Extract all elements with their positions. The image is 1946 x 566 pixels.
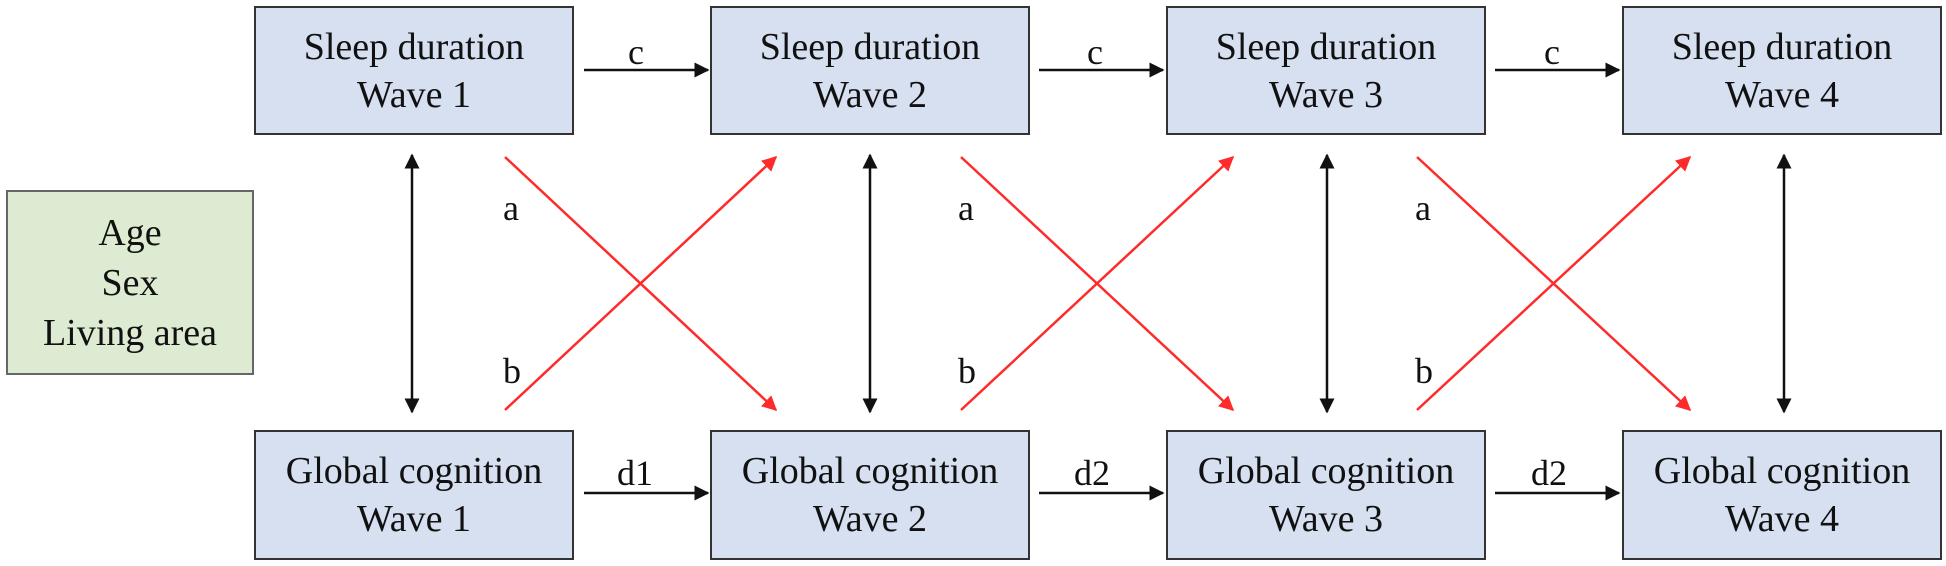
cross-path-label-a: a — [503, 188, 519, 228]
box-line1: Sleep duration — [759, 25, 981, 68]
box-line1: Global cognition — [1197, 450, 1455, 492]
cognition-path-label: d1 — [617, 453, 653, 493]
cross-path-b-3-4 — [1416, 155, 1692, 411]
box-line2: Wave 1 — [356, 73, 472, 116]
box-line2: Wave 4 — [1724, 73, 1840, 116]
sleep-duration-wave-4-box: Sleep duration Wave 4 — [1622, 6, 1942, 135]
sleep-duration-wave-1-box: Sleep duration Wave 1 — [254, 6, 574, 135]
box-line2: Wave 3 — [1268, 498, 1384, 540]
global-cognition-wave-1-box: Global cognition Wave 1 — [254, 430, 574, 560]
cross-path-label-a: a — [958, 188, 974, 228]
cross-path-label-b: b — [958, 351, 976, 391]
covariate-sex: Sex — [101, 261, 159, 304]
box-line2: Wave 2 — [812, 73, 928, 116]
cognition-path-label: d2 — [1074, 453, 1110, 493]
sleep-path-label: c — [628, 32, 644, 72]
sleep-path-label: c — [1087, 32, 1103, 72]
box-line2: Wave 1 — [356, 498, 472, 540]
box-line1: Global cognition — [285, 450, 543, 492]
cognition-path-label: d2 — [1531, 453, 1567, 493]
sleep-duration-wave-3-box: Sleep duration Wave 3 — [1166, 6, 1486, 135]
box-line2: Wave 4 — [1724, 498, 1840, 540]
covariate-age: Age — [98, 211, 162, 254]
box-line2: Wave 3 — [1268, 73, 1384, 116]
covariates-box: Age Sex Living area — [6, 190, 254, 375]
box-line1: Sleep duration — [303, 25, 525, 68]
global-cognition-wave-2-box: Global cognition Wave 2 — [710, 430, 1030, 560]
box-line1: Sleep duration — [1215, 25, 1437, 68]
cross-path-b-1-2 — [504, 155, 778, 411]
global-cognition-wave-4-box: Global cognition Wave 4 — [1622, 430, 1942, 560]
cross-path-label-a: a — [1415, 188, 1431, 228]
cross-path-label-b: b — [1415, 351, 1433, 391]
global-cognition-wave-3-box: Global cognition Wave 3 — [1166, 430, 1486, 560]
covariate-living-area: Living area — [42, 311, 218, 354]
box-line1: Sleep duration — [1671, 25, 1893, 68]
box-line2: Wave 2 — [812, 498, 928, 540]
sleep-path-label: c — [1544, 32, 1560, 72]
cross-path-label-b: b — [503, 351, 521, 391]
sleep-duration-wave-2-box: Sleep duration Wave 2 — [710, 6, 1030, 135]
box-line1: Global cognition — [1653, 450, 1911, 492]
box-line1: Global cognition — [741, 450, 999, 492]
cross-path-b-2-3 — [960, 155, 1235, 411]
